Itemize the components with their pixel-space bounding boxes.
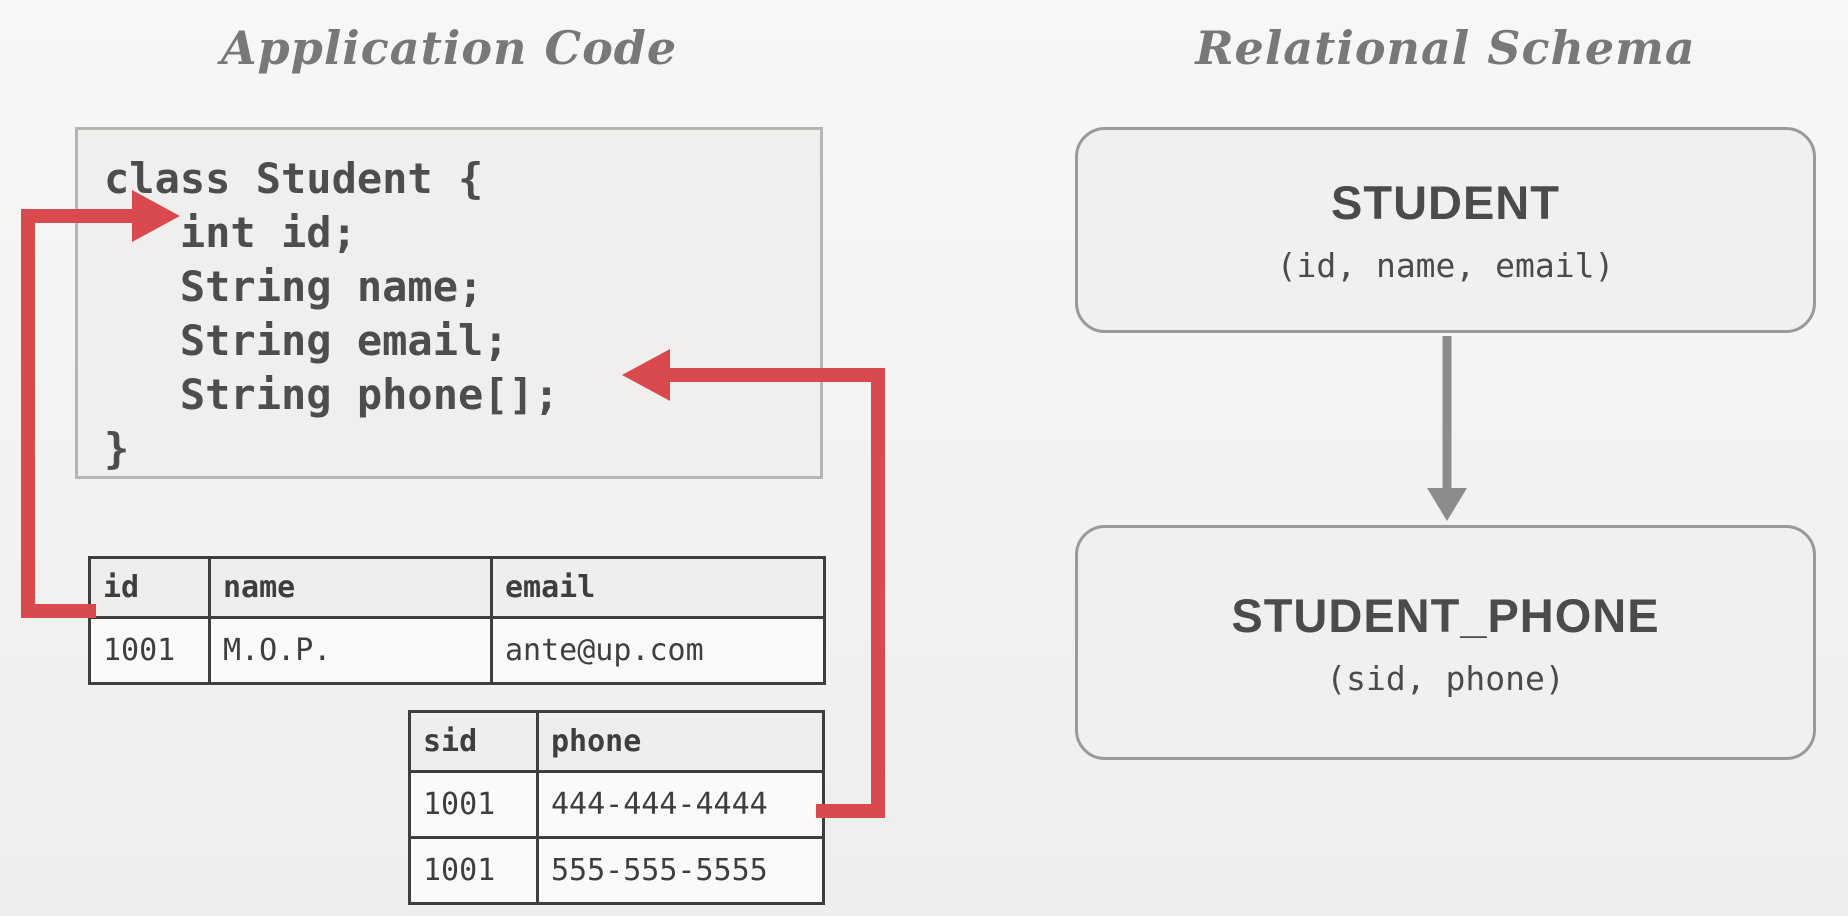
student-phone-schema-attrs: (sid, phone) [1326,658,1565,698]
student-table-header-id: id [88,556,211,619]
class-definition-box: class Student { int id; String name; Str… [75,127,823,479]
table-row: 1001 M.O.P. ante@up.com [88,616,826,685]
student-phone-schema-box: STUDENT_PHONE (sid, phone) [1075,525,1816,760]
table-row: 1001 555-555-5555 [408,836,825,905]
student-schema-attrs: (id, name, email) [1276,246,1615,285]
student-phone-table: sid phone 1001 444-444-4444 1001 555-555… [408,710,825,905]
phone-sid-cell: 1001 [408,770,539,839]
student-phone-schema-name: STUDENT_PHONE [1231,588,1660,642]
application-code-title: Application Code [220,21,678,75]
phone-table-header-sid: sid [408,710,539,773]
student-table: id name email 1001 M.O.P. ante@up.com [88,556,826,685]
code-line-string-phone: String phone[]; [104,370,560,419]
relational-schema-title: Relational Schema [1195,21,1696,75]
schema-relation-arrowhead-icon [1427,488,1467,521]
table-header-row: sid phone [408,710,825,773]
student-id-cell: 1001 [88,616,211,685]
student-email-cell: ante@up.com [490,616,826,685]
code-line: class Student { [104,154,484,203]
code-line-string-email: String email; [104,316,509,365]
student-name-cell: M.O.P. [208,616,493,685]
student-table-header-name: name [208,556,493,619]
table-row: 1001 444-444-4444 [408,770,825,839]
table-header-row: id name email [88,556,826,619]
phone-table-header-phone: phone [536,710,825,773]
student-table-header-email: email [490,556,826,619]
phone-sid-cell: 1001 [408,836,539,905]
student-schema-box: STUDENT (id, name, email) [1075,127,1816,333]
phone-number-cell: 555-555-5555 [536,836,825,905]
phone-number-cell: 444-444-4444 [536,770,825,839]
code-line-string-name: String name; [104,262,484,311]
code-line-close-brace: } [104,424,130,473]
student-schema-name: STUDENT [1331,176,1560,229]
code-line-int-id: int id; [104,208,357,257]
